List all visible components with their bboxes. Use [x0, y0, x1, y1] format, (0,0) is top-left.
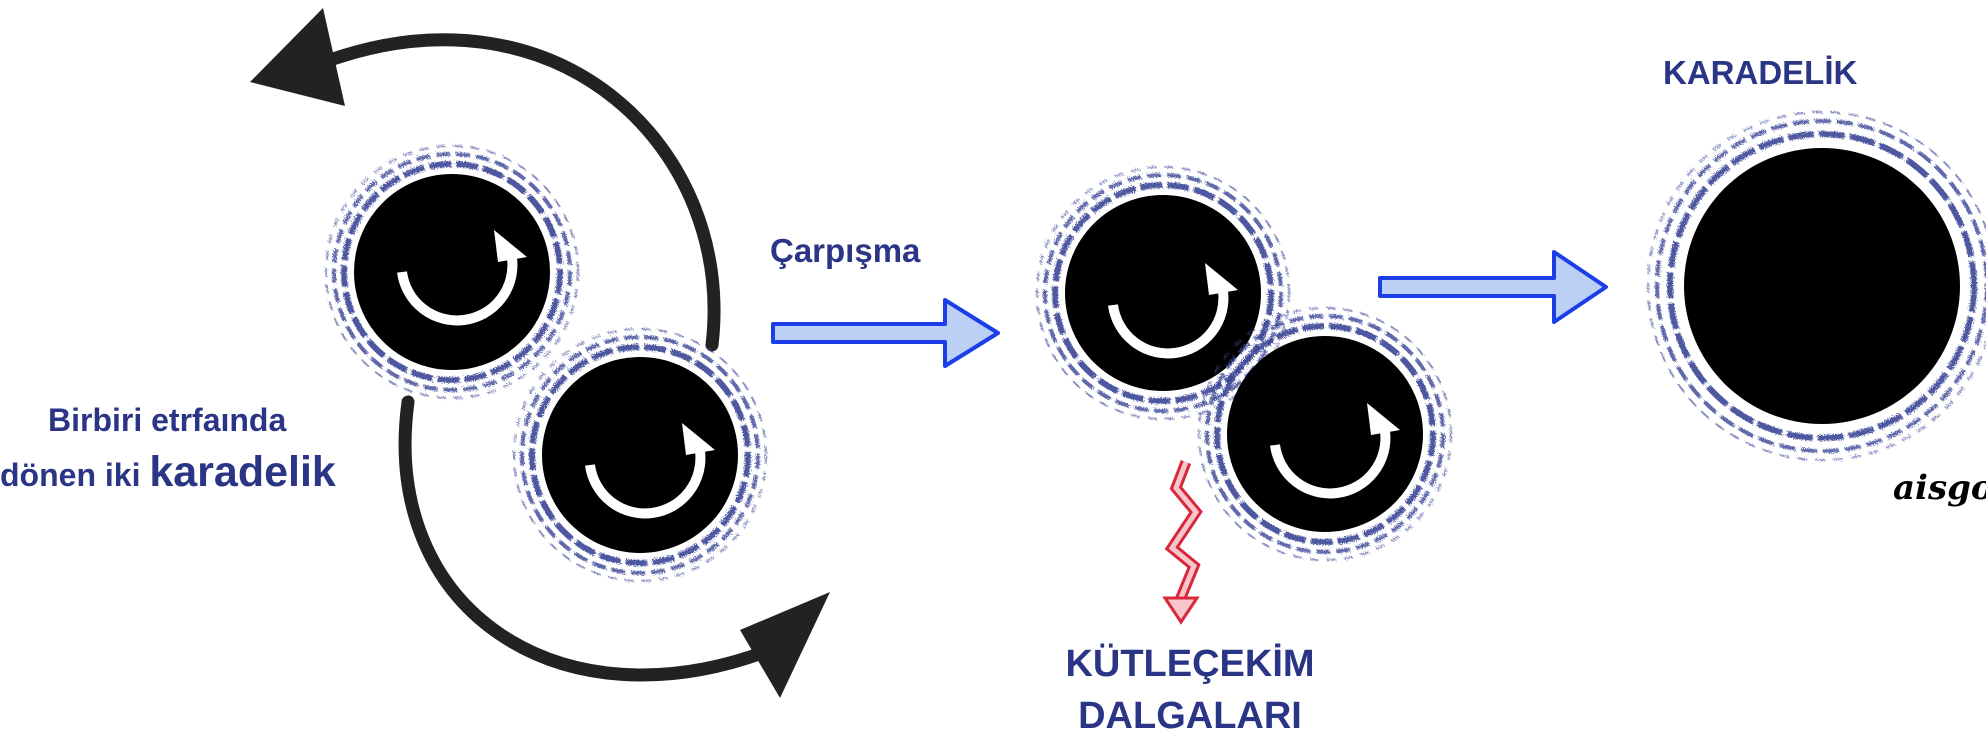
- orbit-arrow-upper: [323, 33, 721, 352]
- orbit-arrow-lower: [398, 395, 777, 682]
- orbit-arrowhead-lower: [740, 592, 830, 698]
- orbit-arrows: [250, 8, 830, 698]
- accretion-ring: [1198, 307, 1452, 561]
- black-hole-body: [1684, 148, 1960, 424]
- right-arrow-icon: [1378, 250, 1608, 324]
- accretion-ring: [1036, 166, 1290, 420]
- black-hole-body: [1227, 336, 1423, 532]
- black-hole-4: [1198, 307, 1452, 561]
- merged-black-hole: [1647, 111, 1986, 461]
- accretion-ring: [1647, 111, 1986, 461]
- gravitational-waves-line2: DALGALARI: [1078, 695, 1302, 737]
- orbit-label-line1: Birbiri etrfaında: [48, 402, 287, 438]
- black-hole-body: [1065, 195, 1261, 391]
- orbit-label-emphasis: karadelik: [149, 448, 336, 496]
- gravitational-waves-label: KÜTLEÇEKİM DALGALARI: [1000, 638, 1380, 742]
- accretion-ring: [325, 145, 579, 399]
- circular-spin-arrow-icon: [585, 423, 715, 519]
- orbit-label-line2-prefix: dönen iki: [0, 457, 150, 493]
- author-signature: aisgor: [1893, 468, 1986, 508]
- black-hole-2: [513, 328, 767, 582]
- orbit-arrowhead-upper: [250, 8, 345, 106]
- black-hole-body: [354, 174, 550, 370]
- circular-spin-arrow-icon: [1270, 403, 1400, 499]
- circular-spin-arrow-icon: [397, 230, 527, 326]
- orbit-label-line2: dönen iki karadelik: [0, 448, 336, 497]
- zigzag-wave-arrow-icon: [1162, 460, 1203, 625]
- result-black-hole-label: KARADELİK: [1663, 54, 1858, 91]
- collision-label: Çarpışma: [770, 232, 921, 269]
- black-hole-1: [325, 145, 579, 399]
- accretion-ring: [513, 328, 767, 582]
- right-arrow-icon: [771, 298, 1000, 368]
- circular-spin-arrow-icon: [1108, 263, 1238, 359]
- gravitational-waves-line1: KÜTLEÇEKİM: [1065, 643, 1315, 685]
- black-hole-3: [1036, 166, 1290, 420]
- black-hole-body: [542, 357, 738, 553]
